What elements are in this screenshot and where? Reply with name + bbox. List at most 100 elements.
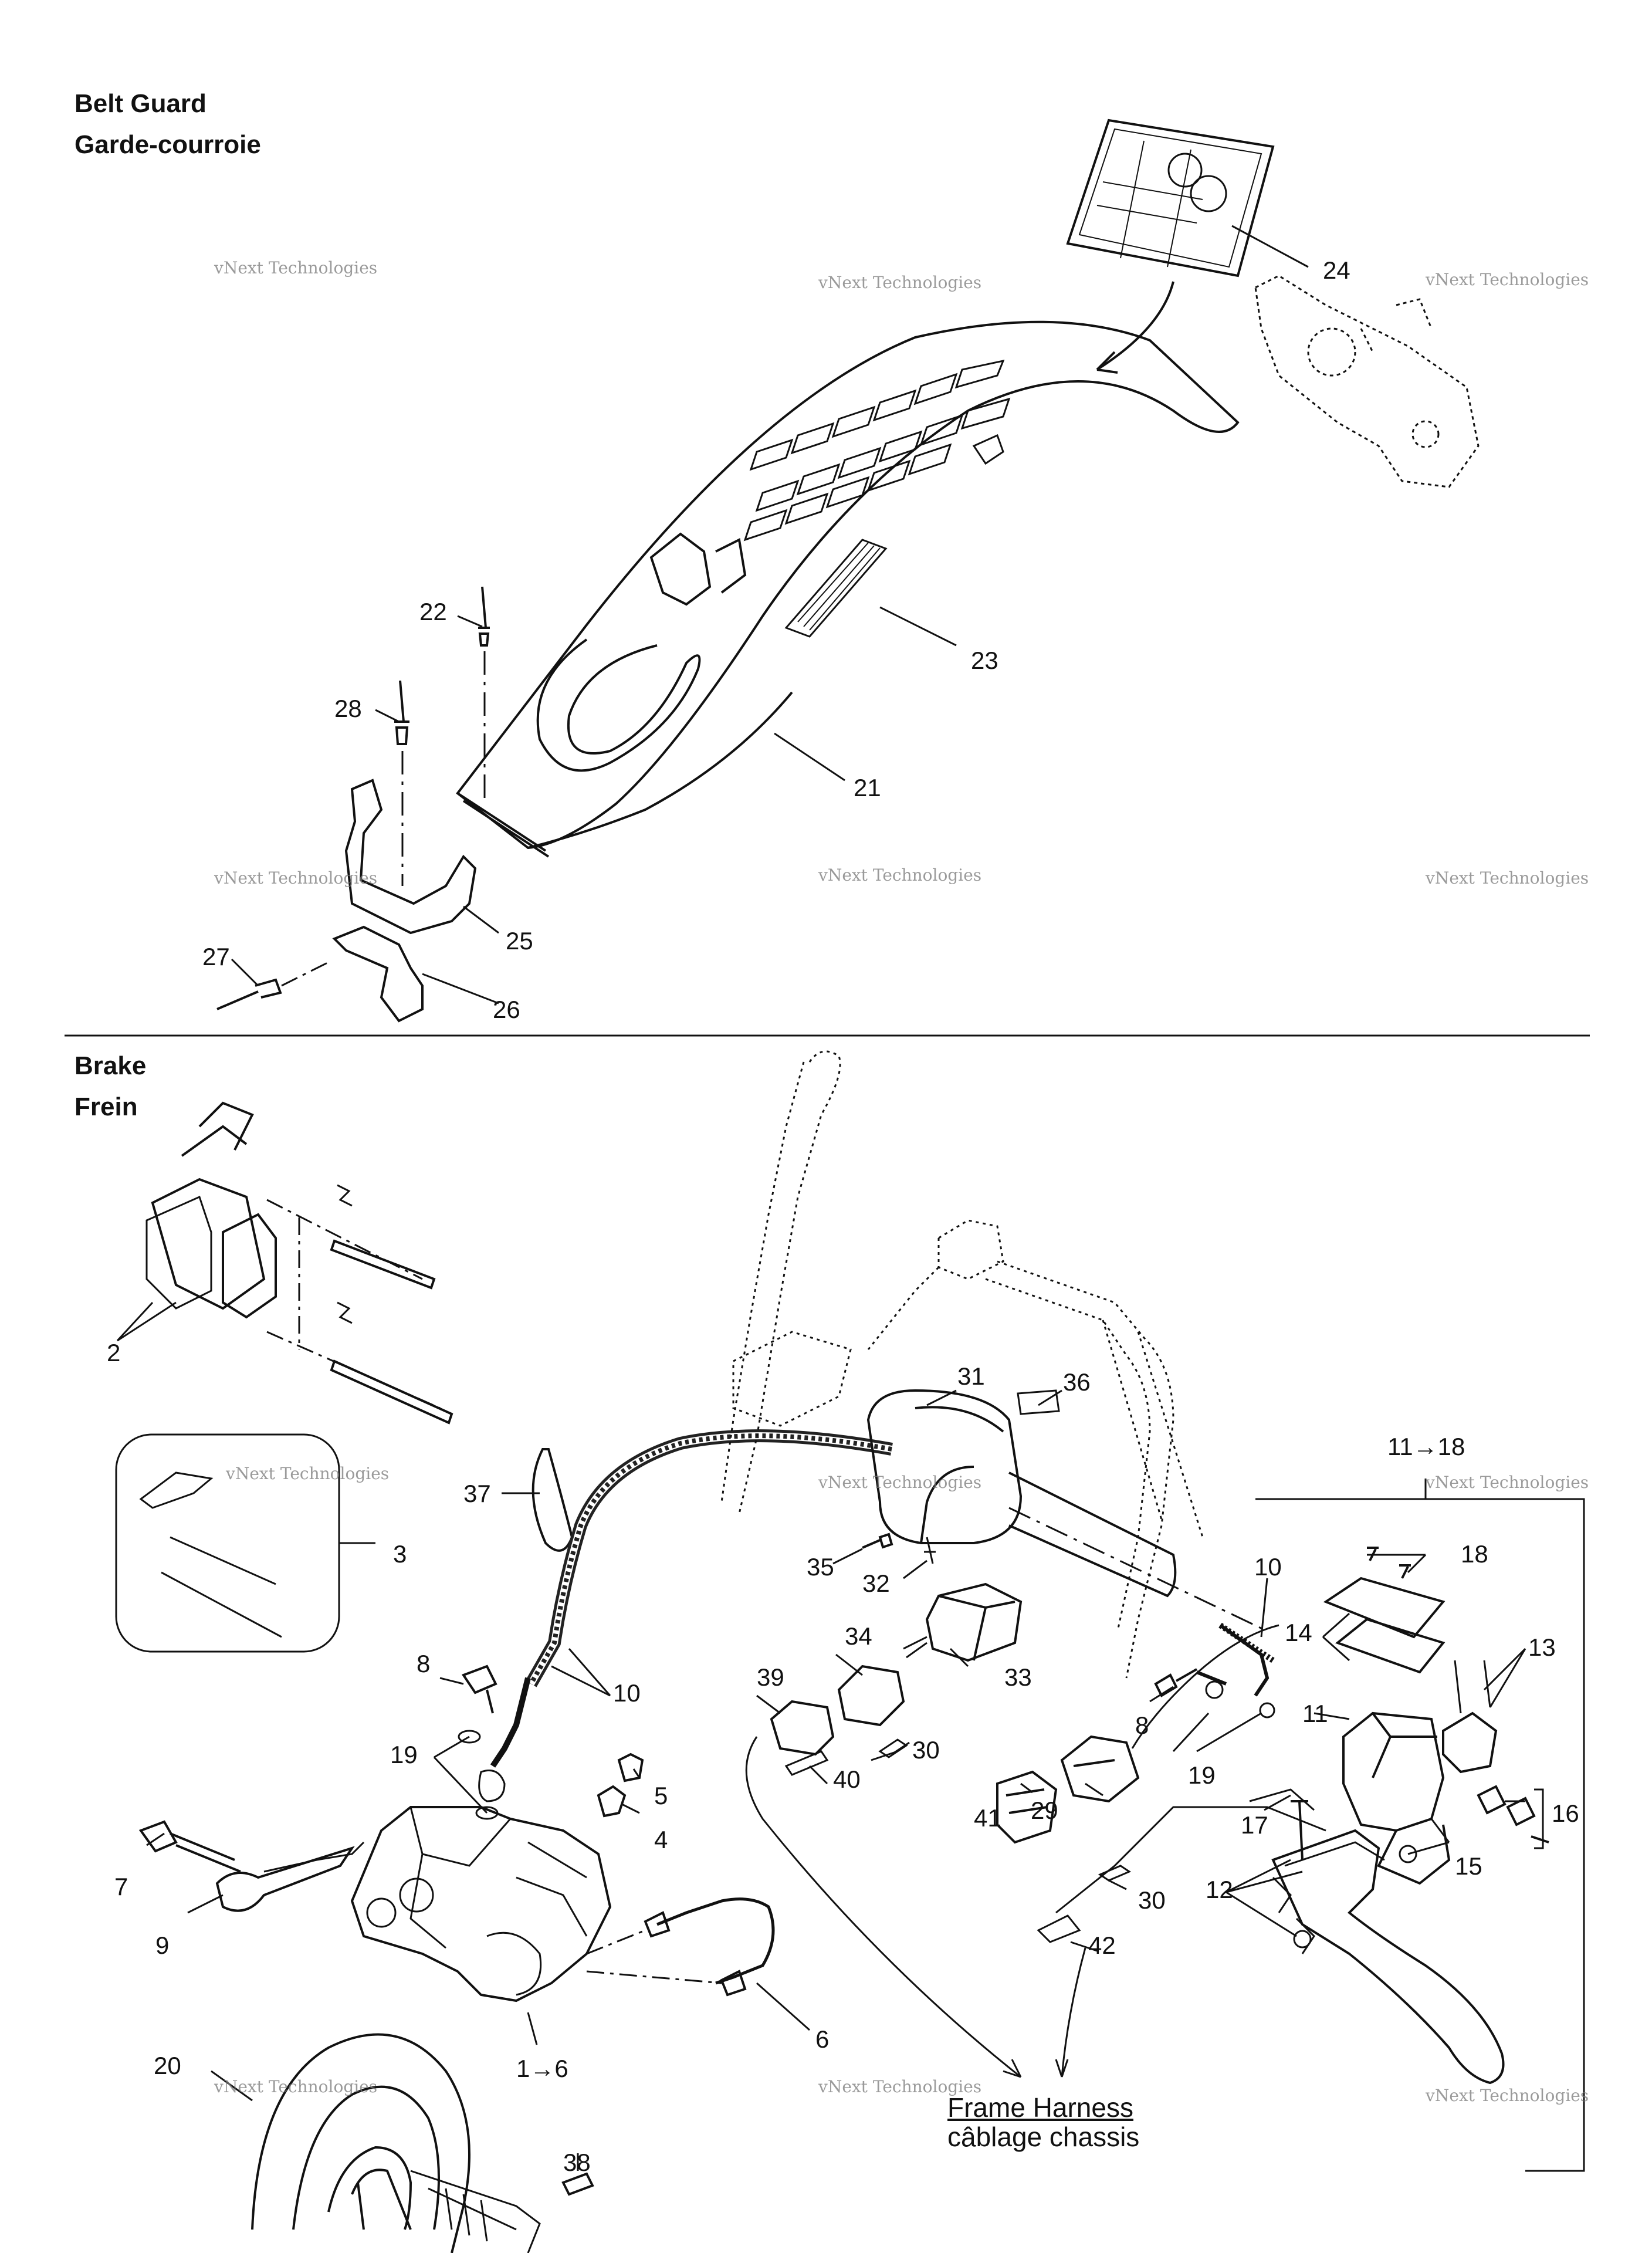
terminal-40 <box>784 1750 829 1776</box>
master-cylinder <box>1342 1711 1445 1832</box>
brake-title-en: Brake <box>75 1051 147 1080</box>
callout-32: 32 <box>862 1569 890 1597</box>
decal-24 <box>1066 119 1275 278</box>
decal-arrow <box>1096 281 1174 371</box>
terminals-30-upper <box>878 1738 910 1758</box>
brake-title-fr: Frein <box>75 1092 138 1121</box>
callout-8-left: 8 <box>417 1650 431 1677</box>
engine-bracket <box>1254 275 1480 488</box>
spring-32 <box>924 1537 936 1564</box>
brake-disc <box>251 2033 470 2253</box>
clamp-13 <box>1442 1711 1498 1774</box>
terminals-30-lower <box>1098 1865 1132 1882</box>
bleeder-4 <box>597 1785 627 1818</box>
belt-guard-title-en: Belt Guard <box>75 89 206 118</box>
callout-12: 12 <box>1206 1876 1233 1903</box>
pad-spring-9 <box>215 1846 355 1912</box>
callout-28: 28 <box>334 695 362 722</box>
callout-3: 3 <box>393 1540 407 1568</box>
callout-24: 24 <box>1323 256 1350 284</box>
callout-4: 4 <box>654 1826 668 1853</box>
callout-8-right: 8 <box>1135 1711 1149 1739</box>
connector-29 <box>1060 1735 1140 1803</box>
harness-wire-left <box>745 1736 1022 2078</box>
connector-41 <box>996 1770 1058 1844</box>
leaders-brake <box>116 1301 1526 2171</box>
reservoir-cover <box>1323 1577 1446 1674</box>
part-16 <box>1477 1785 1549 1843</box>
terminal-42 <box>1037 1914 1081 1943</box>
callout-14: 14 <box>1285 1619 1312 1646</box>
cable-tie-37 <box>532 1448 574 1552</box>
screw-35 <box>862 1533 893 1549</box>
bolt-7 <box>138 1820 241 1873</box>
cable-line <box>1055 1806 1326 1914</box>
brake-pads <box>145 1101 277 1319</box>
connector-39 <box>770 1700 835 1756</box>
connector-34 <box>837 1665 905 1727</box>
fastener-28 <box>394 680 409 745</box>
callout-23: 23 <box>971 647 998 674</box>
callout-9: 9 <box>155 1931 170 1959</box>
callout-39: 39 <box>757 1663 784 1691</box>
callout-2: 2 <box>107 1339 121 1366</box>
switch-housing-31 <box>866 1389 1023 1544</box>
cap-5 <box>617 1753 644 1782</box>
callout-19-left: 19 <box>390 1741 418 1768</box>
pad-kit-box <box>115 1433 340 1653</box>
switch-33 <box>925 1582 1023 1662</box>
banjo-bolt-right <box>1154 1668 1197 1697</box>
callout-34: 34 <box>845 1622 872 1650</box>
callout-31: 31 <box>957 1362 985 1390</box>
pad-pin-lower <box>330 1359 453 1425</box>
callout-10-right: 10 <box>1254 1553 1282 1581</box>
callout-42: 42 <box>1088 1931 1116 1959</box>
callout-38: 38 <box>563 2149 591 2176</box>
callout-20: 20 <box>154 2052 181 2079</box>
belt-guard-vents <box>743 359 1011 542</box>
brake-hose <box>525 1429 893 1687</box>
handlebar-dotted <box>720 1050 1204 1679</box>
handlebar-tube <box>1008 1471 1177 1598</box>
callout-30-upper: 30 <box>912 1736 940 1764</box>
callout-21: 21 <box>854 774 881 801</box>
callout-13: 13 <box>1528 1633 1556 1661</box>
callout-15: 15 <box>1455 1852 1482 1880</box>
brake-lever <box>1271 1829 1505 2085</box>
spring-clips <box>337 1184 353 1324</box>
callout-41: 41 <box>974 1804 1001 1832</box>
decal-36 <box>1017 1389 1060 1415</box>
bleed-hose-6 <box>656 1897 775 1985</box>
callout-18: 18 <box>1461 1540 1488 1568</box>
decal-23 <box>784 539 888 638</box>
belt-guard-latch <box>649 532 747 606</box>
callout-22: 22 <box>419 598 447 625</box>
callout-11: 11 <box>1302 1700 1328 1727</box>
callout-19-right: 19 <box>1188 1761 1216 1789</box>
callout-17: 17 <box>1241 1811 1268 1839</box>
callout-16: 16 <box>1552 1799 1579 1827</box>
callout-37: 37 <box>463 1480 491 1507</box>
banjo-bolt-left <box>461 1665 497 1714</box>
callout-5: 5 <box>654 1782 668 1809</box>
brake-caliper <box>350 1806 612 2002</box>
rivet-27 <box>216 978 282 1010</box>
callout-27: 27 <box>202 943 230 970</box>
bracket-26 <box>332 925 424 1023</box>
callout-1-6: 1→6 <box>516 2055 568 2082</box>
callout-30-lower: 30 <box>1138 1886 1166 1914</box>
bracket-line-11-18 <box>1255 1479 1585 2172</box>
leaders-belt-guard <box>231 225 1309 1004</box>
harness-caption-en: Frame Harness <box>947 2092 1133 2123</box>
harness-wire-right <box>1055 1947 1086 2078</box>
callout-7: 7 <box>114 1873 128 1900</box>
callout-26: 26 <box>493 996 520 1023</box>
callout-25: 25 <box>506 927 533 955</box>
belt-guard-title-fr: Garde-courroie <box>75 130 261 159</box>
callout-29: 29 <box>1031 1797 1058 1824</box>
pin-38 <box>561 2172 594 2196</box>
callout-6: 6 <box>815 2025 830 2053</box>
fastener-22 <box>478 586 490 647</box>
bracket-25 <box>344 779 477 935</box>
